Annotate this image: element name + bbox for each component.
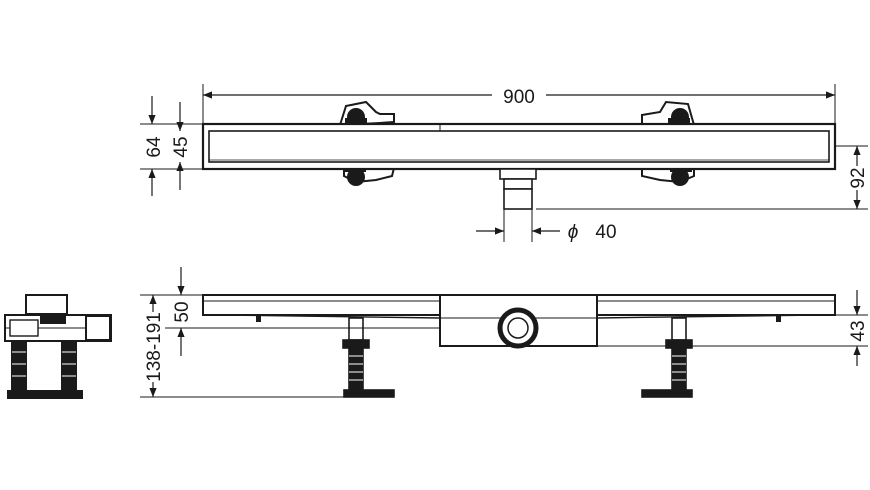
dimension-label-outlet-height: 43 [848,320,869,341]
adjustable-leg-left [342,317,395,398]
side-view: 50 138-191 43 [140,267,869,398]
channel-side-lip [219,314,441,319]
end-view-leg-right [61,340,77,392]
dimension-label-offset: 92 [848,167,869,188]
mounting-bracket-left-top [338,100,395,127]
dimension-label-channel-height: 45 [171,136,192,157]
clip-left [256,316,261,322]
end-view-base [7,390,83,399]
dimension-label-outlet-diameter: 40 [595,222,616,243]
dimension-label-height-top: 64 [144,136,165,158]
outlet-pipe-inner [507,317,529,339]
clip-right [776,316,781,322]
dimension-label-height-range: 138-191 [144,312,165,382]
dimension-label-body-height: 50 [172,301,193,322]
end-view-channel [25,294,68,315]
dimension-label-overall-length: 900 [503,87,535,108]
end-view [4,294,112,399]
dimension-label-diameter-symbol: ϕ [568,222,579,243]
mounting-bracket-right-top [641,100,696,126]
mounting-bracket-right-bottom [641,166,695,186]
end-view-leg-left [11,340,27,392]
top-view: 900 64 45 92 ϕ 40 [140,84,869,243]
adjustable-leg-right [641,317,693,398]
end-view-pipe [85,315,111,341]
outlet-top [499,168,537,210]
channel-grate-top [208,130,830,163]
channel-side-lip [596,314,819,319]
